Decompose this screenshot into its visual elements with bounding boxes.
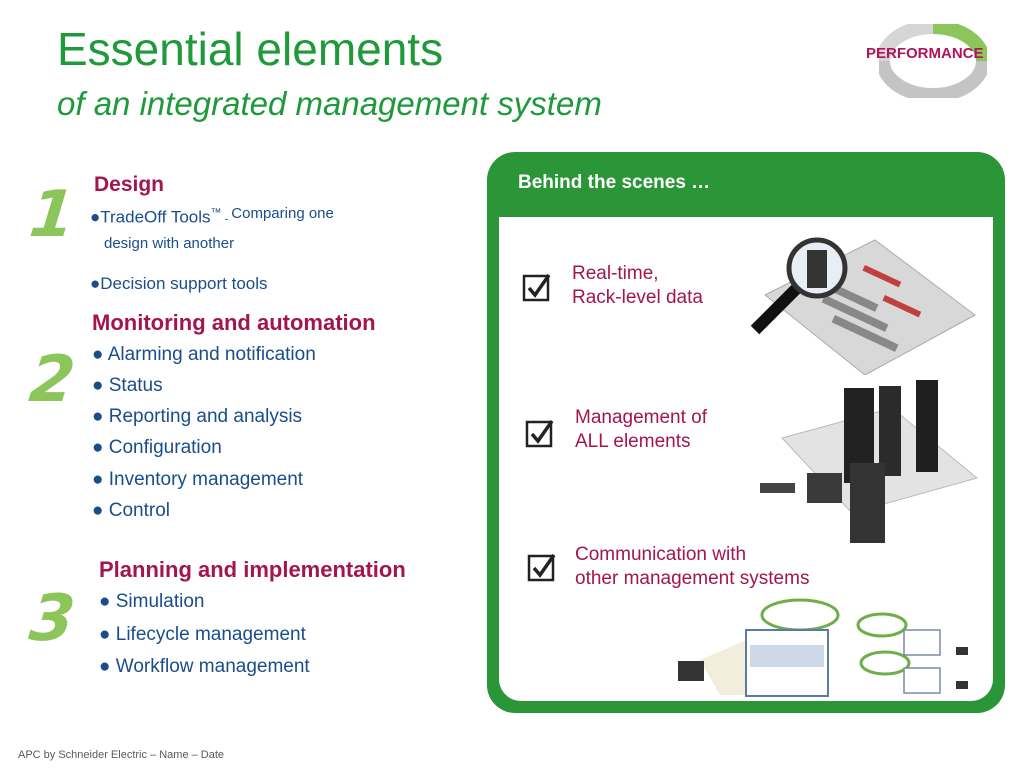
section-number-2: 2	[26, 343, 79, 417]
feature-line: ALL elements	[575, 431, 691, 452]
list-item: ● Status	[92, 375, 163, 396]
checkbox-checked-icon	[525, 419, 554, 448]
trademark-symbol: ™	[210, 207, 222, 219]
tradeoff-line: ●TradeOff Tools™ - Comparing one	[90, 205, 334, 227]
performance-ring-icon	[879, 24, 987, 98]
feature-all-elements: Management of ALL elements	[575, 406, 707, 454]
checkbox-checked-icon	[527, 553, 556, 582]
list-item: ● Configuration	[92, 437, 222, 458]
list-item: ● Inventory management	[92, 469, 304, 490]
feature-rack-level: Real-time, Rack-level data	[572, 262, 703, 310]
feature-communication: Communication with other management syst…	[575, 543, 809, 591]
section-title-design: Design	[94, 173, 165, 196]
tradeoff-description-cont: design with another	[104, 235, 235, 252]
section-number-3: 3	[26, 582, 79, 656]
management-systems-illustration	[678, 598, 968, 697]
section-number-1: 1	[26, 178, 79, 252]
slide-title: Essential elements	[57, 23, 444, 75]
feature-line: Real-time,	[572, 263, 659, 284]
list-item: ● Alarming and notification	[92, 344, 316, 365]
rack-equipment-illustration	[760, 380, 979, 543]
tradeoff-tools-label: ●TradeOff Tools	[90, 207, 211, 227]
list-item: ● Simulation	[99, 591, 205, 612]
checkbox-checked-icon	[522, 273, 551, 302]
footer-text: APC by Schneider Electric – Name – Date	[18, 749, 225, 761]
feature-line: other management systems	[575, 568, 810, 589]
feature-line: Rack-level data	[572, 287, 703, 308]
data-center-magnifier-illustration	[750, 237, 976, 375]
list-item: ● Lifecycle management	[99, 624, 306, 645]
performance-badge: PERFORMANCE	[866, 45, 984, 62]
list-item: ● Control	[92, 500, 171, 521]
tradeoff-description: Comparing one	[231, 205, 334, 223]
slide-subtitle: of an integrated management system	[57, 85, 602, 122]
section-title-monitoring: Monitoring and automation	[92, 310, 376, 335]
list-item: ● Reporting and analysis	[92, 406, 303, 427]
feature-line: Management of	[575, 407, 708, 428]
panel-title: Behind the scenes …	[518, 172, 711, 193]
section-title-planning: Planning and implementation	[99, 557, 406, 582]
decision-support-item: ●Decision support tools	[90, 274, 268, 293]
feature-line: Communication with	[575, 544, 747, 565]
list-item: ● Workflow management	[99, 656, 310, 677]
tradeoff-dash: -	[221, 213, 232, 226]
